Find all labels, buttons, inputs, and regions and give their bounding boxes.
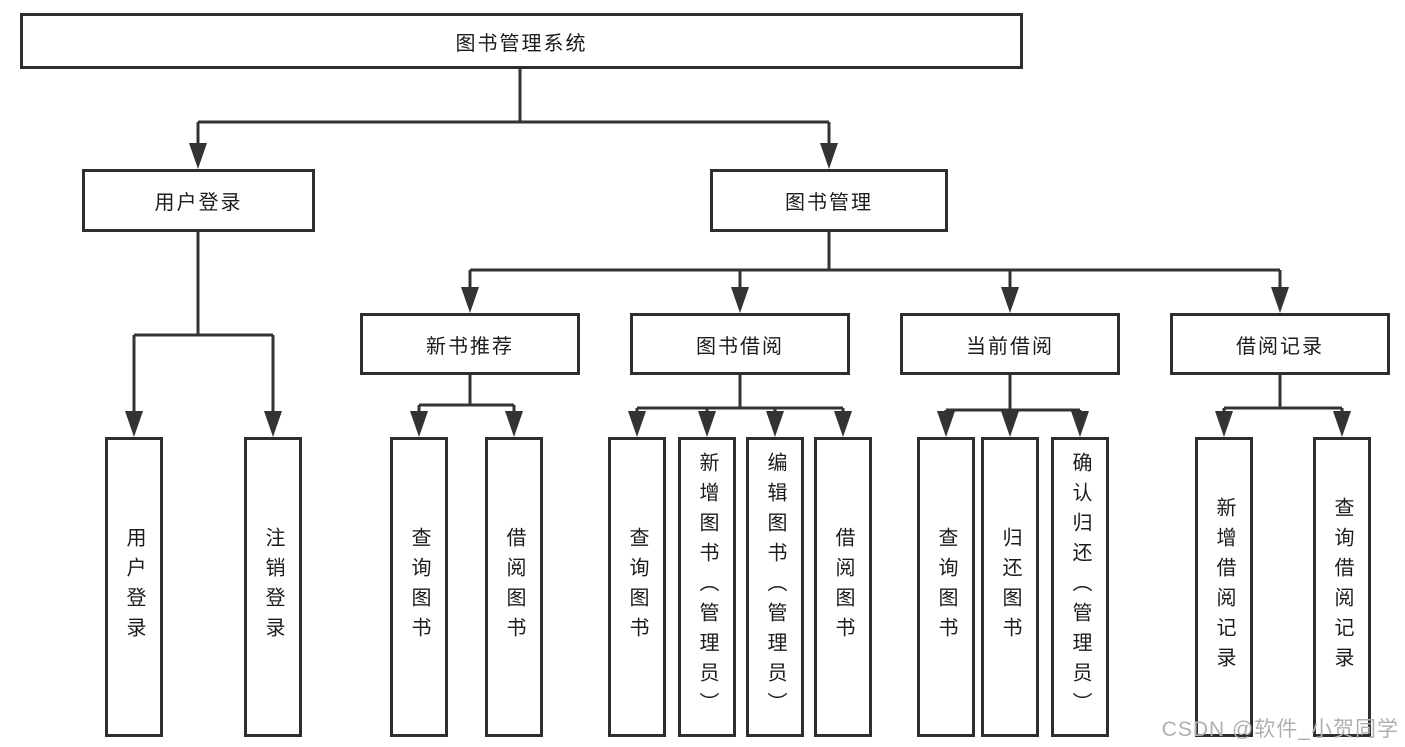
arrow-down-icon: [766, 411, 784, 437]
node-leaf-add-borrow-record: 新增借阅记录: [1195, 437, 1253, 737]
arrow-down-icon: [189, 143, 207, 169]
arrow-down-icon: [410, 411, 428, 437]
node-user-login-label: 用户登录: [154, 192, 243, 214]
node-leaf-add-books-admin: 新增图书（管理员）: [678, 437, 736, 737]
leaf-label: 借阅图书: [832, 527, 854, 647]
node-new-book-recommend-label: 新书推荐: [426, 335, 514, 358]
node-leaf-query-books: 查询图书: [608, 437, 666, 737]
leaf-label: 借阅图书: [503, 527, 525, 647]
arrow-down-icon: [125, 411, 143, 437]
node-leaf-edit-books-admin: 编辑图书（管理员）: [746, 437, 804, 737]
node-leaf-query-books-current: 查询图书: [917, 437, 975, 737]
leaf-label: 查询图书: [935, 527, 957, 647]
leaf-label: 编辑图书（管理员）: [764, 452, 786, 722]
arrow-down-icon: [1001, 287, 1019, 313]
arrow-down-icon: [820, 143, 838, 169]
node-current-borrow-label: 当前借阅: [966, 335, 1054, 358]
node-current-borrow: 当前借阅: [900, 313, 1120, 375]
node-book-borrow-label: 图书借阅: [696, 335, 784, 358]
node-book-borrow: 图书借阅: [630, 313, 850, 375]
node-book-management: 图书管理: [710, 169, 948, 232]
arrow-down-icon: [461, 287, 479, 313]
node-borrow-records-label: 借阅记录: [1236, 335, 1324, 358]
node-leaf-confirm-return-admin: 确认归还（管理员）: [1051, 437, 1109, 737]
node-leaf-user-login: 用户登录: [105, 437, 163, 737]
leaf-label: 确认归还（管理员）: [1069, 452, 1091, 722]
arrow-down-icon: [264, 411, 282, 437]
leaf-label: 查询借阅记录: [1331, 497, 1353, 677]
node-root-label: 图书管理系统: [455, 32, 588, 55]
node-book-management-label: 图书管理: [785, 192, 873, 214]
leaf-label: 新增图书（管理员）: [696, 452, 718, 722]
node-user-login: 用户登录: [82, 169, 315, 232]
node-borrow-records: 借阅记录: [1170, 313, 1390, 375]
arrow-down-icon: [834, 411, 852, 437]
arrow-down-icon: [937, 411, 955, 437]
node-root: 图书管理系统: [20, 13, 1023, 69]
node-leaf-logout: 注销登录: [244, 437, 302, 737]
arrow-down-icon: [628, 411, 646, 437]
arrow-down-icon: [1333, 411, 1351, 437]
node-leaf-query-borrow-record: 查询借阅记录: [1313, 437, 1371, 737]
leaf-label: 新增借阅记录: [1213, 497, 1235, 677]
arrow-down-icon: [1071, 411, 1089, 437]
node-leaf-query-books-recommend: 查询图书: [390, 437, 448, 737]
node-new-book-recommend: 新书推荐: [360, 313, 580, 375]
node-leaf-borrow-books-recommend: 借阅图书: [485, 437, 543, 737]
arrow-down-icon: [698, 411, 716, 437]
leaf-label: 注销登录: [262, 527, 284, 647]
arrow-down-icon: [1271, 287, 1289, 313]
leaf-label: 查询图书: [626, 527, 648, 647]
node-leaf-borrow-books: 借阅图书: [814, 437, 872, 737]
leaf-label: 查询图书: [408, 527, 430, 647]
arrow-down-icon: [1001, 411, 1019, 437]
leaf-label: 归还图书: [999, 527, 1021, 647]
leaf-label: 用户登录: [123, 527, 145, 647]
arrow-down-icon: [1215, 411, 1233, 437]
arrow-down-icon: [505, 411, 523, 437]
node-leaf-return-books: 归还图书: [981, 437, 1039, 737]
arrow-down-icon: [731, 287, 749, 313]
